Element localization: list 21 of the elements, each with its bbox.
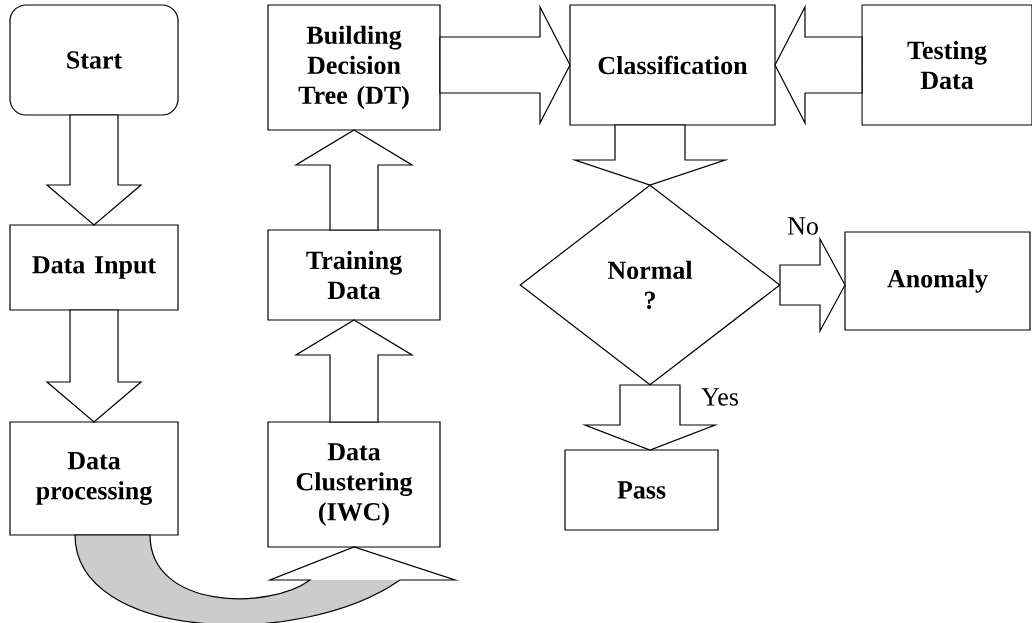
process-box: Training Data: [267, 229, 441, 321]
block-arrow: [45, 114, 143, 226]
process-box: Pass: [564, 449, 719, 531]
edge-label: Yes: [699, 386, 741, 408]
block-arrow: [45, 309, 143, 423]
block-arrow: [293, 129, 415, 231]
process-box: Anomaly: [844, 231, 1031, 331]
process-box: Data Clustering (IWC): [267, 421, 441, 548]
process-box: Data Input: [9, 224, 179, 311]
block-arrow: [293, 319, 415, 423]
process-box: Testing Data: [861, 4, 1032, 126]
process-box: Classification: [569, 4, 776, 126]
process-box: Data processing: [9, 421, 179, 536]
process-box: Building Decision Tree (DT): [267, 4, 441, 131]
block-arrow: [774, 4, 863, 126]
block-arrow: [581, 384, 719, 451]
block-arrow: [571, 124, 729, 186]
block-arrow: [439, 4, 571, 126]
block-arrow: [779, 236, 846, 334]
start-box: Start: [9, 4, 179, 116]
edge-label: No: [785, 215, 821, 237]
